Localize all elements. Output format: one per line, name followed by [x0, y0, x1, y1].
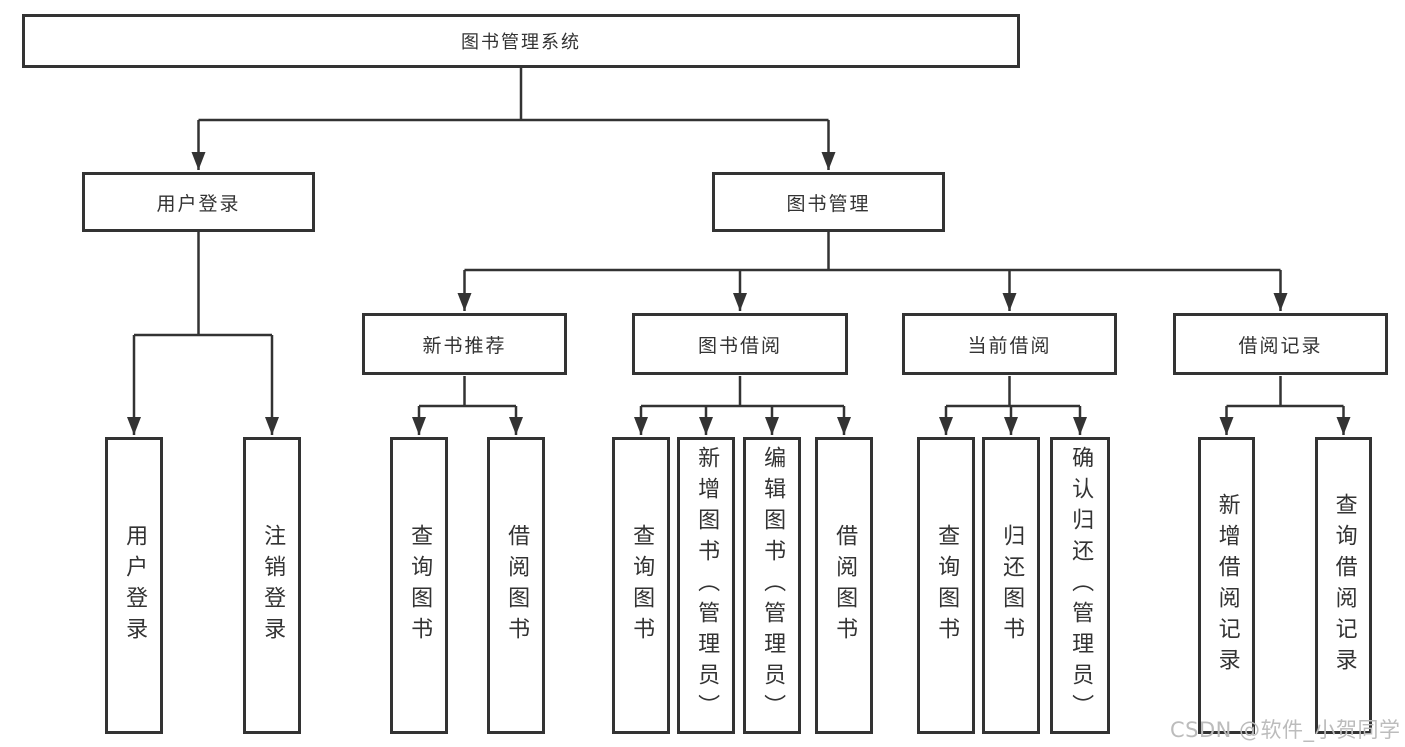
leaf-nb-borrow-books: 借阅图书 [487, 437, 545, 734]
leaf-cb-return-books: 归还图书 [982, 437, 1040, 734]
node-new-book-recommend: 新书推荐 [362, 313, 567, 375]
node-book-management: 图书管理 [712, 172, 945, 232]
node-borrow-records: 借阅记录 [1173, 313, 1388, 375]
leaf-br-add-record: 新增借阅记录 [1198, 437, 1255, 734]
leaf-logout: 注销登录 [243, 437, 301, 734]
node-book-borrow: 图书借阅 [632, 313, 848, 375]
node-current-borrow: 当前借阅 [902, 313, 1117, 375]
csdn-watermark: CSDN @软件_小贺同学 [1170, 718, 1401, 742]
leaf-br-query-record: 查询借阅记录 [1315, 437, 1372, 734]
leaf-bb-borrow-books: 借阅图书 [815, 437, 873, 734]
node-root-system: 图书管理系统 [22, 14, 1020, 68]
leaf-bb-edit-books-admin: 编辑图书（管理员） [743, 437, 801, 734]
leaf-cb-confirm-return-admin: 确认归还（管理员） [1050, 437, 1110, 734]
leaf-nb-query-books: 查询图书 [390, 437, 448, 734]
node-user-login: 用户登录 [82, 172, 315, 232]
leaf-bb-query-books: 查询图书 [612, 437, 670, 734]
leaf-cb-query-books: 查询图书 [917, 437, 975, 734]
leaf-bb-add-books-admin: 新增图书（管理员） [677, 437, 735, 734]
leaf-user-login: 用户登录 [105, 437, 163, 734]
